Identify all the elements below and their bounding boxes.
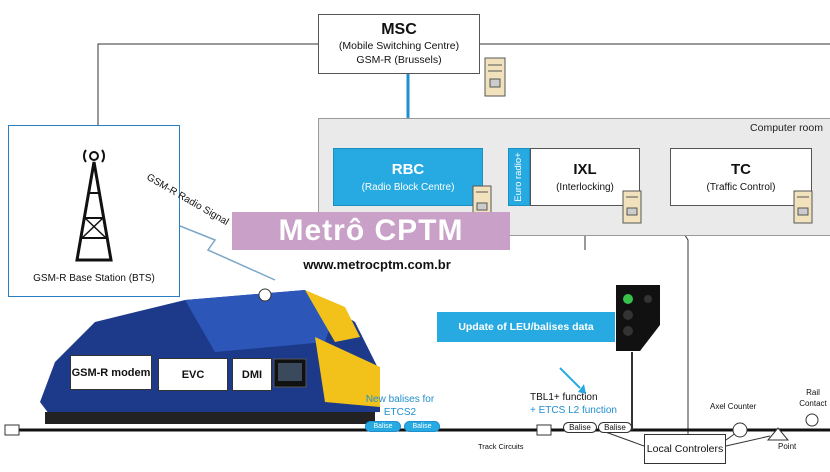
ixl-box: IXL (Interlocking): [530, 148, 640, 206]
etcs-l2-function: + ETCS L2 function: [530, 405, 617, 416]
msc-title: MSC: [381, 21, 417, 38]
ixl-subtitle: (Interlocking): [556, 182, 614, 193]
axel-counter-label: Axel Counter: [710, 402, 757, 411]
new-balises-label: New balises for ETCS2: [365, 394, 435, 418]
euroradio-box: Euro radio+: [508, 148, 530, 206]
rbc-subtitle: (Radio Block Centre): [361, 182, 455, 193]
local-controllers-box: Local Controlers: [644, 434, 726, 464]
bts-box: GSM-R Base Station (BTS): [8, 125, 180, 297]
watermark-logo: Metrô CPTM: [232, 212, 510, 250]
point-label: Point: [778, 442, 797, 451]
tc-subtitle: (Traffic Control): [706, 182, 776, 193]
track-circuits-label: Track Circuits: [478, 442, 524, 451]
evc-box: EVC: [158, 358, 228, 391]
msc-box: MSC (Mobile Switching Centre) GSM-R (Bru…: [318, 14, 480, 74]
watermark-url: www.metrocptm.com.br: [303, 257, 451, 272]
dmi-screen-icon: [273, 358, 307, 388]
rbc-title: RBC: [391, 161, 425, 178]
balise: Balise: [598, 422, 632, 433]
tc-title: TC: [731, 161, 751, 178]
rail-contact-label: Rail Contact: [799, 388, 827, 408]
ixl-title: IXL: [573, 161, 597, 178]
msc-bts-link: [97, 43, 318, 125]
server-icon: [484, 57, 506, 97]
computer-room-label: Computer room: [750, 122, 823, 134]
msc-subtitle: (Mobile Switching Centre): [338, 40, 460, 52]
server-icon: [793, 190, 813, 224]
new-balise: Balise: [404, 421, 440, 432]
balise: Balise: [563, 422, 597, 433]
rbc-box: RBC (Radio Block Centre): [333, 148, 483, 206]
dmi-box: DMI: [232, 358, 272, 391]
tbl1-function: TBL1+ function: [530, 392, 598, 403]
server-icon: [472, 185, 492, 219]
euroradio-label: Euro radio+: [513, 152, 524, 202]
bts-label: GSM-R Base Station (BTS): [33, 273, 155, 284]
msc-location: GSM-R (Brussels): [356, 54, 442, 66]
functions-label: TBL1+ function + ETCS L2 function: [530, 391, 630, 417]
signal-light-icon: [616, 285, 660, 351]
new-balise: Balise: [365, 421, 401, 432]
antenna-tower-icon: [75, 149, 113, 262]
gsmr-modem-box: GSM-R modem: [70, 355, 152, 390]
update-callout: Update of LEU/balises data: [437, 312, 615, 342]
tc-box: TC (Traffic Control): [670, 148, 812, 206]
server-icon: [622, 190, 642, 224]
